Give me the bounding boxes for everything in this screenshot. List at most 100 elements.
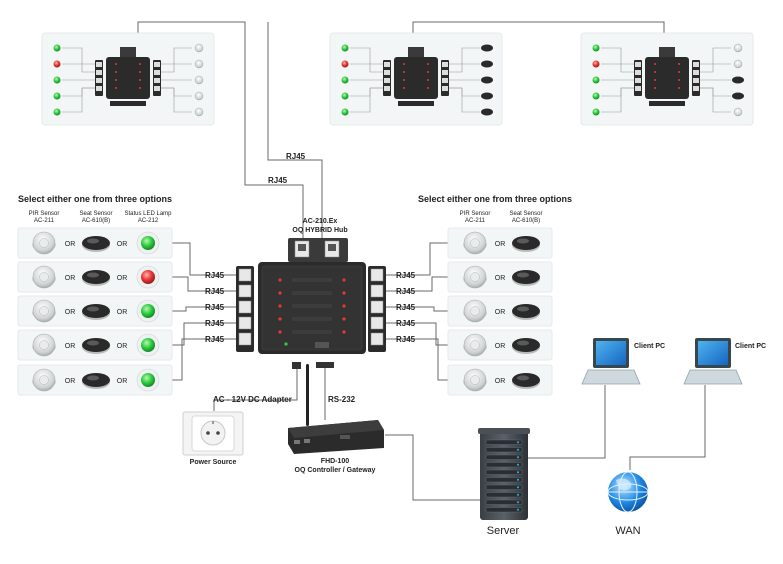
led-green [341,76,349,84]
pir-sensor-icon [32,368,56,392]
gateway-device [288,362,384,454]
right-wires [386,242,448,381]
gateway-name-label: OQ Controller / Gateway [295,467,376,474]
or-label: OR [117,241,128,248]
right-sensor-rows: OR OR OR OR OR [447,227,553,396]
pir-sensor-icon [733,59,743,69]
or-label: OR [117,309,128,316]
right-pir-header-2: AC-211 [465,218,486,224]
server-icon [478,428,530,520]
pir-sensor-icon [463,299,487,323]
hub-side-ports [236,266,386,352]
rj45-label-right: RJ45 [396,303,416,312]
seat-sensor-icon [512,236,540,252]
or-label: OR [65,309,76,316]
rj45-label-right: RJ45 [396,335,416,344]
seat-sensor-icon [512,373,540,389]
led-green [53,108,61,116]
wan-globe-icon [607,471,649,513]
led-red [141,270,155,284]
seat-sensor-icon [512,338,540,354]
rj45-label-top-1: RJ45 [286,152,306,161]
left-seat-header-2: AC-610(B) [82,218,110,224]
adapter-label: AC - 12V DC Adapter [213,395,292,404]
pir-sensor-icon [463,231,487,255]
pir-sensor-icon [32,333,56,357]
seat-sensor-icon [82,338,110,354]
or-label: OR [495,275,506,282]
led-red [341,60,349,68]
pir-sensor-icon [463,333,487,357]
pir-sensor-icon [32,265,56,289]
power-source-label: Power Source [190,459,237,466]
rj45-port-icon [238,332,252,346]
led-green [341,108,349,116]
or-label: OR [117,275,128,282]
left-panel-title: Select either one from three options [18,194,172,204]
led-green [341,92,349,100]
or-label: OR [65,343,76,350]
right-panel-title: Select either one from three options [418,194,572,204]
rj45-port-icon [238,300,252,314]
rj45-port-icon [238,268,252,282]
rj45-port-icon [370,316,384,330]
rj45-port-icon [370,332,384,346]
pir-sensor-icon [32,299,56,323]
seat-sensor-icon [732,92,744,100]
right-seat-header-2: AC-610(B) [512,218,540,224]
right-row-2: OR [447,261,553,293]
rj45-port-icon [238,316,252,330]
pir-sensor-icon [194,75,204,85]
seat-sensor-icon [481,60,493,68]
status-led-lamp-icon [136,333,160,357]
pir-sensor-icon [194,91,204,101]
or-label: OR [65,378,76,385]
left-seat-header-1: Seat Sensor [79,211,112,217]
rj45-label-top-2: RJ45 [268,176,288,185]
rj45-label-left: RJ45 [205,319,225,328]
left-row-3: OR OR [17,295,173,327]
power-outlet-icon [182,411,244,456]
seat-sensor-icon [82,373,110,389]
rj45-label-right: RJ45 [396,271,416,280]
led-green [341,44,349,52]
left-wires [172,242,236,381]
right-pir-header-1: PIR Sensor [460,211,491,217]
pir-sensor-icon [194,107,204,117]
top-room-panels [41,32,754,126]
seat-sensor-icon [481,108,493,116]
adapter-plug-icon [292,362,301,369]
hub-device [258,238,366,354]
left-led-header-2: AC-212 [138,218,159,224]
pir-sensor-icon [463,368,487,392]
or-label: OR [495,309,506,316]
right-row-1: OR [447,227,553,259]
rj45-label-right: RJ45 [396,287,416,296]
or-label: OR [495,343,506,350]
seat-sensor-icon [82,270,110,286]
right-row-5: OR [447,364,553,396]
led-green [592,76,600,84]
top-room-panel-1 [41,32,215,126]
status-led-lamp-icon [136,368,160,392]
gateway-model-label: FHD-100 [321,458,350,465]
right-row-3: OR [447,295,553,327]
led-red [53,60,61,68]
client-pc-1-icon [581,338,641,385]
or-label: OR [495,378,506,385]
right-seat-header-1: Seat Sensor [509,211,542,217]
rs232-label: RS-232 [328,395,356,404]
pir-sensor-icon [32,231,56,255]
wan-label: WAN [615,525,640,537]
led-green [53,92,61,100]
right-row-4: OR [447,329,553,361]
top-room-panel-3 [580,32,754,126]
rj45-port-icon [238,284,252,298]
hub-model-label: AC-210.Ex [303,218,338,225]
or-label: OR [65,275,76,282]
